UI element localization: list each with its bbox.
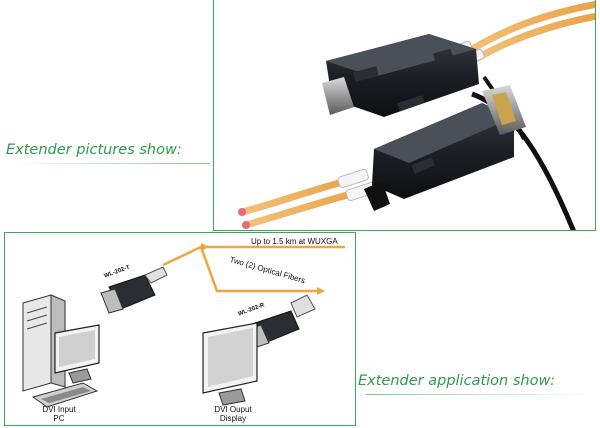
input-label: DVI Input PC [42, 405, 76, 423]
pictures-caption: Extender pictures show: [6, 142, 182, 158]
pictures-caption-underline [10, 163, 210, 164]
application-caption-underline [366, 394, 592, 395]
display-monitor-icon [202, 322, 258, 406]
application-diagram [22, 243, 345, 408]
extender-photo-panel [213, 0, 596, 231]
distance-label: Up to 1.5 km at WUXGA [251, 237, 338, 246]
extender-photo [238, 0, 595, 230]
lower-extender-unit [364, 85, 526, 211]
application-caption: Extender application show: [358, 373, 556, 389]
pc-monitor-icon [54, 324, 100, 384]
lower-fiber-cables [238, 168, 377, 229]
keyboard-icon [31, 382, 99, 408]
output-label: DVI Ouput Display [214, 405, 252, 423]
optical-fiber-link [162, 243, 345, 295]
transmitter-unit-icon [100, 266, 168, 314]
upper-extender-unit [322, 34, 479, 117]
application-diagram-panel: Up to 1.5 km at WUXGA Two (2) Optical Fi… [4, 232, 356, 426]
